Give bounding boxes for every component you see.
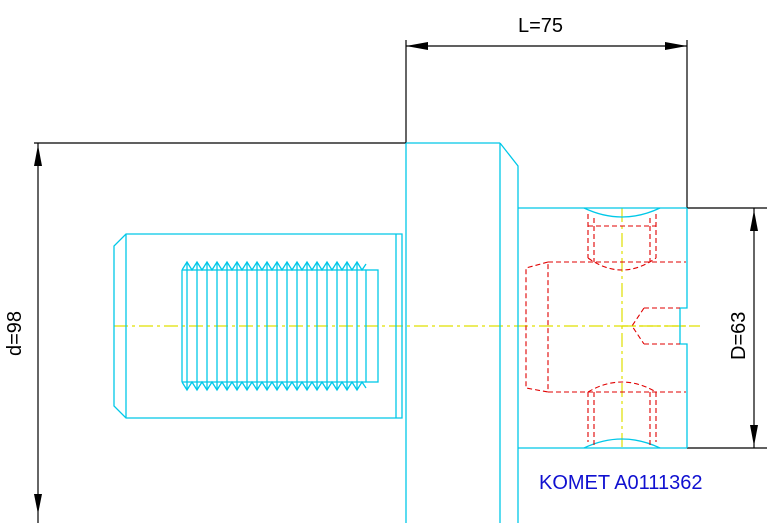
shank-diameter-label: D=63: [728, 312, 750, 360]
thread-root-lines: [186, 262, 358, 390]
dimension-shank-diameter: [687, 207, 767, 449]
centerlines: [114, 208, 700, 448]
shank-right-edge: [679, 208, 688, 448]
arrowhead-shank-top: [750, 210, 758, 231]
cross-hole-bottom-arc: [583, 438, 661, 449]
dimension-diameter: [34, 142, 406, 523]
dimension-length: [405, 40, 688, 208]
arrowhead-bottom: [34, 494, 42, 514]
arrowhead-top: [34, 145, 42, 166]
cross-hole-top-arc: [583, 207, 661, 218]
main-bore: [525, 261, 686, 393]
thread-teeth-bottom: [181, 380, 367, 392]
arrowhead-left: [406, 42, 428, 50]
shank: [518, 207, 688, 449]
length-label: L=75: [518, 15, 563, 37]
shoulder-stub: [365, 269, 379, 383]
thread-teeth-top: [181, 260, 367, 272]
part-number: KOMET A0111362: [539, 472, 702, 494]
hidden-features: [525, 214, 686, 446]
flange: [405, 142, 519, 523]
arrowhead-right: [665, 42, 687, 50]
diameter-label: d=98: [4, 311, 26, 356]
arrowhead-shank-bottom: [750, 425, 758, 446]
radial-hole: [631, 307, 680, 345]
threaded-body: [113, 233, 403, 419]
flange-chamfer: [499, 142, 519, 523]
bottom-cross-hole: [587, 381, 657, 446]
